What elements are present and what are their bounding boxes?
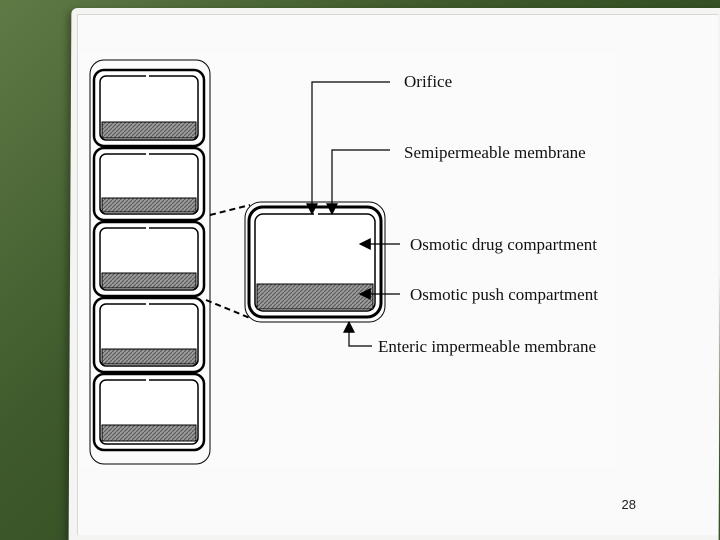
stack-unit	[92, 220, 206, 298]
zoom-line	[209, 204, 251, 216]
enlarged-unit	[244, 201, 386, 323]
stack-unit	[92, 372, 206, 452]
label-enteric-impermeable-membrane: Enteric impermeable membrane	[378, 337, 596, 356]
orifice-pointer	[306, 81, 390, 216]
stack-unit	[92, 68, 206, 148]
semipermeable-pointer	[326, 149, 390, 216]
capsule-stack	[89, 59, 211, 465]
label-osmotic-push-compartment: Osmotic push compartment	[410, 285, 598, 304]
zoom-line	[205, 299, 251, 319]
page-number: 28	[621, 497, 636, 512]
stack-unit	[92, 296, 206, 374]
label-semipermeable-membrane: Semipermeable membrane	[404, 143, 586, 162]
enteric-pointer	[343, 320, 372, 347]
label-osmotic-drug-compartment: Osmotic drug compartment	[410, 235, 597, 254]
stack-unit	[92, 146, 206, 222]
label-orifice: Orifice	[404, 72, 452, 91]
